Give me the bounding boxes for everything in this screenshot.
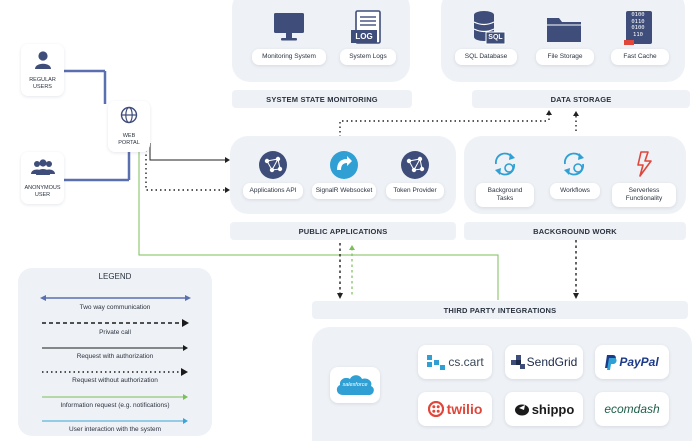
sql-badge-text: SQL (488, 34, 503, 41)
legend-item-info-request: Information request (e.g. notifications) (60, 402, 170, 409)
lightning-icon (637, 151, 652, 177)
database-icon (473, 11, 506, 45)
salesforce-logo[interactable]: salesforce (330, 367, 380, 403)
log-file-icon (351, 10, 381, 44)
paypal-text: PayPal (619, 355, 659, 369)
twilio-logo[interactable]: twilio (418, 392, 492, 426)
anonymous-user-label: ANONYMOUS USER (24, 185, 61, 199)
fast-cache-label: Fast Cache (623, 52, 657, 60)
legend-item-two-way: Two way communication (79, 304, 151, 311)
legend-panel (18, 268, 212, 436)
salesforce-cloud-icon (336, 375, 374, 396)
fast-cache-card[interactable]: Fast Cache (611, 49, 669, 65)
binary-cache-icon (624, 11, 652, 45)
signalr-icon (330, 151, 358, 179)
sendgrid-squares-icon (510, 355, 525, 369)
cscart-text: cs.cart (448, 355, 484, 369)
legend-title: LEGEND (98, 272, 132, 281)
file-storage-card[interactable]: File Storage (536, 49, 594, 65)
third-party-title: THIRD PARTY INTEGRATIONS (312, 301, 688, 319)
token-network-icon (401, 151, 429, 179)
cache-bit-row: 110 (633, 31, 643, 38)
serverless-label: Serverless Functionality (625, 186, 663, 202)
monitoring-system-label: Monitoring System (262, 52, 316, 60)
workflows-card[interactable]: Workflows (550, 183, 600, 199)
cache-bits: 0100 0110 0100 110 (627, 12, 649, 38)
public-apps-title: PUBLIC APPLICATIONS (230, 222, 456, 240)
workflow-gear-icon (564, 152, 584, 176)
sendgrid-logo[interactable]: SendGrid (505, 345, 583, 379)
regular-users-label: REGULAR USERS (29, 77, 56, 91)
monitor-icon (274, 13, 304, 41)
ecomdash-text: ecomdash (604, 402, 660, 416)
monitoring-system-card[interactable]: Monitoring System (252, 49, 326, 65)
web-portal-label: WEB PORTAL (118, 133, 140, 147)
twilio-text: twilio (446, 401, 483, 417)
shippo-bird-icon (514, 404, 529, 416)
legend-item-with-auth: Request with authorization (76, 353, 154, 360)
ecomdash-logo[interactable]: ecomdash (595, 392, 669, 426)
globe-icon (120, 106, 138, 124)
paypal-p-icon (605, 355, 617, 370)
log-badge-text: LOG (355, 32, 373, 41)
legend-item-private-call: Private call (99, 329, 131, 336)
background-title: BACKGROUND WORK (464, 222, 686, 240)
legend-item-user-interaction: User interaction with the system (68, 426, 162, 433)
sendgrid-text: SendGrid (526, 355, 578, 369)
token-provider-card[interactable]: Token Provider (386, 183, 444, 199)
cscart-logo[interactable]: cs.cart (418, 345, 492, 379)
sync-gear-icon (495, 152, 515, 176)
signalr-websocket-card[interactable]: SignalR Websocket (312, 183, 376, 199)
folder-icon (547, 18, 581, 42)
user-icon (35, 51, 51, 69)
serverless-card[interactable]: Serverless Functionality (612, 183, 676, 207)
file-storage-label: File Storage (547, 52, 583, 60)
api-network-icon (259, 151, 287, 179)
paypal-logo[interactable]: PayPal (595, 345, 669, 379)
workflows-label: Workflows (560, 186, 590, 194)
signalr-websocket-label: SignalR Websocket (315, 186, 373, 194)
cscart-squares-icon (427, 355, 446, 370)
data-storage-title: DATA STORAGE (472, 90, 690, 108)
cache-bit-row: 0100 (631, 12, 645, 18)
legend-item-without-auth: Request without authorization (72, 377, 158, 384)
web-portal-card[interactable]: WEB PORTAL (108, 101, 150, 152)
system-logs-card[interactable]: System Logs (340, 49, 396, 65)
users-group-icon (31, 159, 55, 175)
token-provider-label: Token Provider (393, 186, 437, 194)
background-tasks-card[interactable]: Background Tasks (476, 183, 534, 207)
sql-database-card[interactable]: SQL Database (455, 49, 517, 65)
shippo-logo[interactable]: shippo (505, 392, 583, 426)
sql-database-label: SQL Database (464, 52, 508, 60)
salesforce-text: salesforce (342, 382, 368, 388)
regular-users-card[interactable]: REGULAR USERS (21, 44, 64, 96)
cache-bit-row: 0110 (631, 18, 645, 25)
twilio-circle-icon (427, 401, 444, 417)
monitoring-title: SYSTEM STATE MONITORING (232, 90, 412, 108)
cache-bit-row: 0100 (631, 25, 645, 31)
applications-api-card[interactable]: Applications API (243, 183, 303, 199)
applications-api-label: Applications API (249, 186, 297, 194)
background-tasks-label: Background Tasks (487, 186, 523, 202)
shippo-text: shippo (531, 401, 575, 417)
system-logs-label: System Logs (349, 52, 387, 60)
